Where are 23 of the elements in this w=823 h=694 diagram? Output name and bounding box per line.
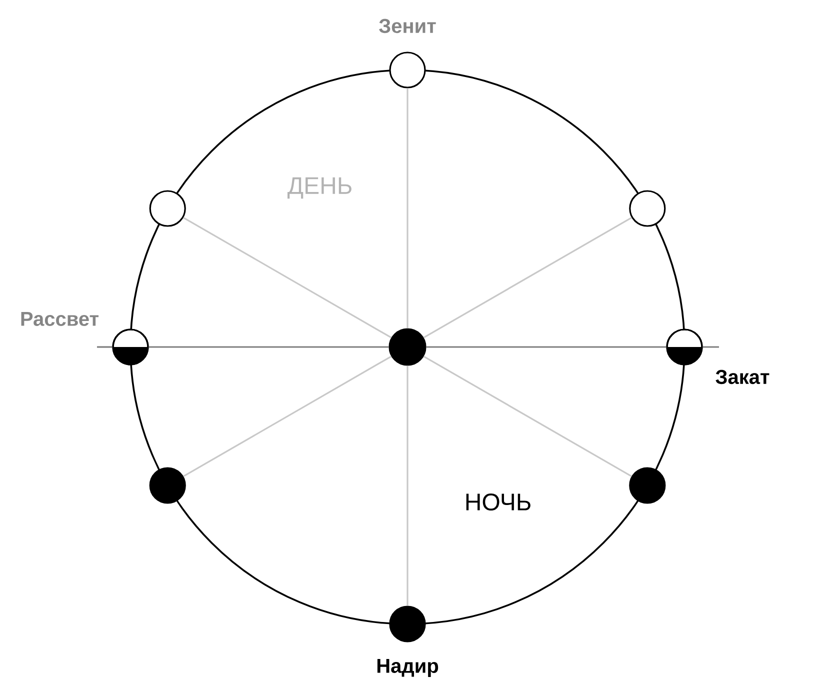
point-label: Закат bbox=[716, 370, 770, 384]
spoke-line bbox=[426, 346, 666, 348]
point-label: Зенит bbox=[379, 18, 436, 34]
point-label: Рассвет bbox=[21, 312, 99, 326]
open-circle bbox=[389, 52, 426, 88]
filled-circle bbox=[629, 467, 666, 504]
day-label: ДЕНЬ bbox=[288, 177, 352, 199]
half-filled-circle bbox=[666, 328, 703, 366]
spoke-line bbox=[423, 356, 632, 478]
spoke-line bbox=[406, 88, 408, 328]
night-label: НОЧЬ bbox=[466, 494, 530, 510]
spoke-line bbox=[183, 356, 392, 478]
half-filled-circle bbox=[112, 328, 149, 366]
point-label: Надир bbox=[377, 659, 438, 677]
spoke-line bbox=[148, 346, 389, 348]
spoke-line bbox=[423, 216, 632, 338]
open-circle bbox=[149, 190, 186, 227]
spoke-line bbox=[183, 216, 392, 338]
open-circle bbox=[629, 190, 666, 227]
filled-circle bbox=[149, 467, 186, 504]
spoke-line bbox=[406, 366, 408, 606]
center-dot bbox=[388, 328, 426, 366]
filled-circle bbox=[389, 606, 426, 642]
